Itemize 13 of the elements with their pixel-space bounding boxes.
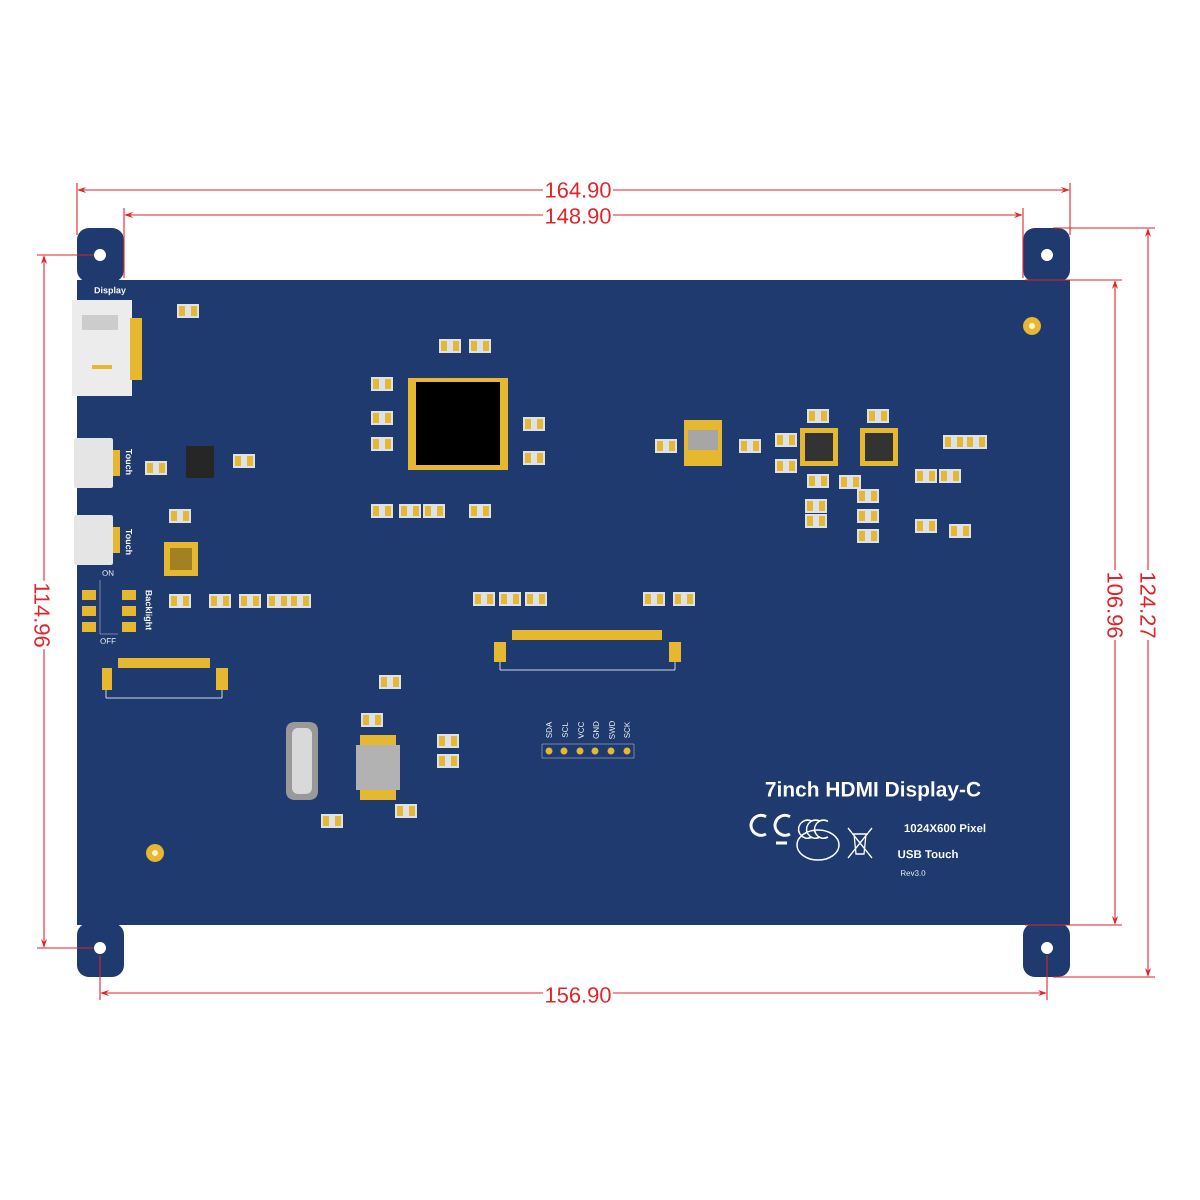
dimension-text: 148.90: [543, 206, 613, 226]
dimension-text: 156.90: [543, 985, 613, 1005]
board-spec-text: 1024X600 Pixel: [904, 823, 986, 833]
silkscreen-label: Backlight: [143, 590, 153, 631]
dimension-text: 106.96: [1105, 570, 1125, 640]
dimension-text: 124.27: [1138, 570, 1158, 640]
silkscreen-label: Touch: [125, 449, 133, 475]
board-spec-text: USB Touch: [898, 849, 958, 859]
silkscreen-label: Touch: [125, 529, 133, 555]
dimension-text: 114.96: [32, 580, 52, 650]
board-title: 7inch HDMI Display-C: [765, 781, 981, 801]
silkscreen-label: Display: [94, 286, 126, 296]
dimension-text: 164.90: [543, 180, 613, 200]
